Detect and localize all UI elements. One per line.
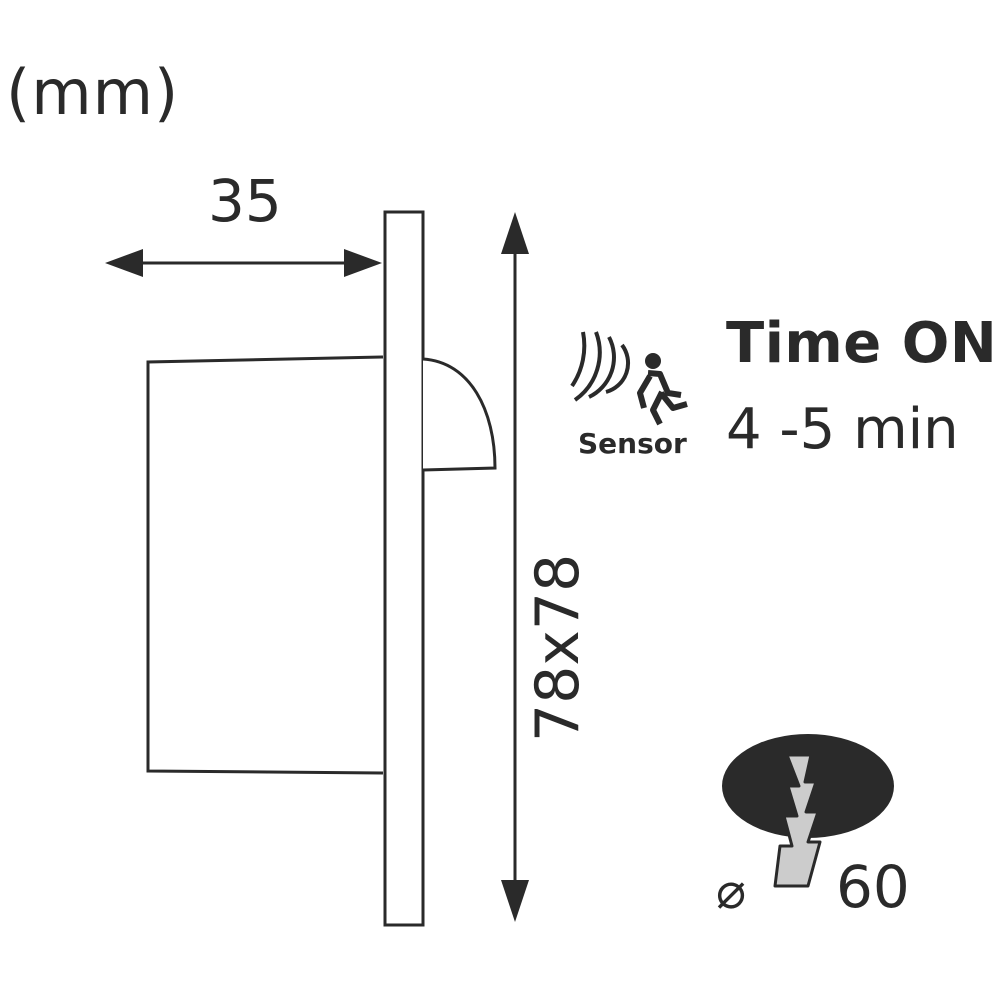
depth-dimension-line	[105, 249, 382, 277]
depth-label: 35	[208, 167, 282, 235]
wall-cutout-icon	[722, 734, 894, 888]
diameter-symbol: ⌀	[716, 862, 747, 920]
units-label: (mm)	[6, 56, 180, 129]
housing-outline	[146, 355, 384, 775]
motion-sensor-icon	[570, 331, 631, 402]
time-on-title: Time ON	[726, 311, 998, 376]
sensor-dome	[422, 357, 497, 472]
cover-plate	[383, 210, 425, 927]
size-dimension-line	[501, 212, 529, 922]
running-person-icon	[637, 353, 688, 426]
diameter-value: 60	[836, 853, 910, 921]
time-on-value: 4 -5 min	[726, 397, 959, 462]
sensor-label: Sensor	[578, 427, 687, 460]
size-label: 78x78	[523, 553, 593, 742]
